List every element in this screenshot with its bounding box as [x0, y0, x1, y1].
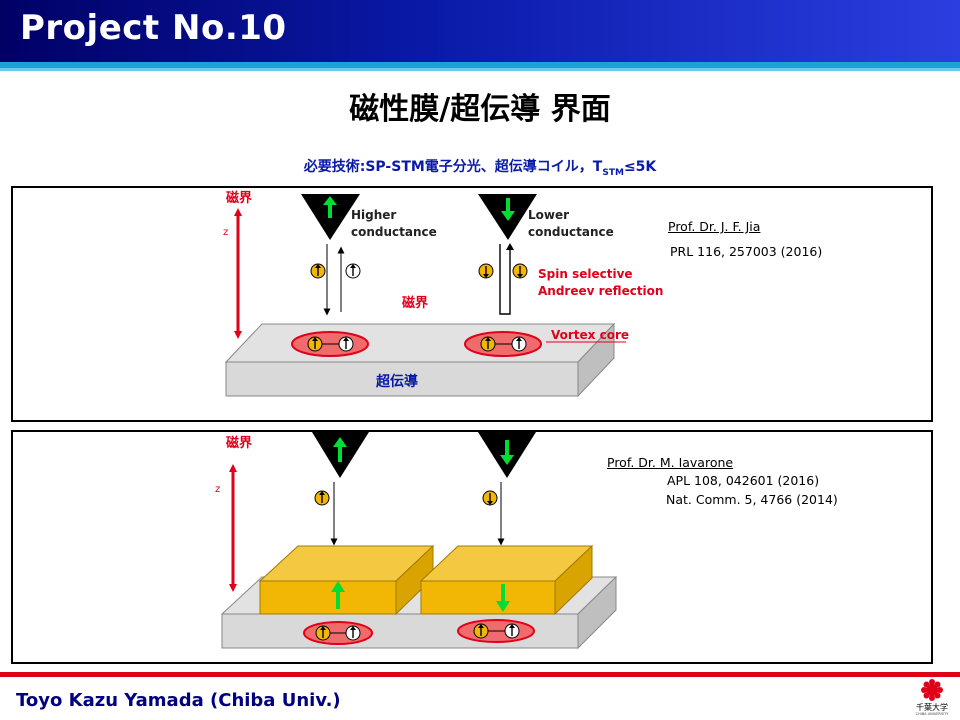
tech-suffix: ≤5K — [623, 159, 657, 175]
magnetic-island-right — [419, 544, 594, 616]
chiba-flower-icon — [921, 679, 943, 701]
ref-name-bottom: Prof. Dr. M. Iavarone — [607, 455, 734, 470]
header-divider — [0, 62, 960, 68]
electron-spin-up-bottom — [314, 490, 330, 506]
tip-right-bottom — [478, 432, 536, 478]
header-bar — [0, 0, 960, 62]
vortex-core-left-bottom — [303, 621, 373, 645]
tech-prefix: 必要技術:SP-STM電子分光、超伝導コイル，T — [303, 159, 603, 175]
tip-left-bottom — [312, 432, 369, 478]
ref-citation-bottom-1: APL 108, 042601 (2016) — [667, 473, 820, 488]
tip-left-top — [301, 194, 360, 240]
field-label-top: 磁界 — [226, 190, 252, 206]
substrate-label: 超伝導 — [375, 373, 418, 390]
tip-left-label-1: Higher — [351, 208, 396, 222]
slide-title: 磁性膜/超伝導 界面 — [349, 92, 611, 127]
vortex-core-right-top — [464, 331, 542, 357]
z-label-bottom: z — [215, 484, 220, 495]
header-divider-light — [0, 68, 960, 71]
tip-left-label-2: conductance — [351, 225, 437, 239]
tip-right-label-1: Lower — [528, 208, 569, 222]
tip-right-top — [478, 194, 537, 240]
electron-spin-up-white — [345, 263, 361, 279]
logo-subtext: CHIBA UNIVERSITY — [915, 712, 949, 716]
spin-label-1: Spin selective — [538, 267, 633, 281]
magnetic-island-left — [258, 544, 435, 616]
logo-text: 千葉大学 — [916, 703, 948, 712]
footer-divider — [0, 672, 960, 677]
vortex-label: Vortex core — [551, 328, 629, 342]
electron-spin-down-gold-2 — [512, 263, 528, 279]
spin-label-2: Andreev reflection — [538, 284, 663, 298]
header-title: Project No.10 — [20, 8, 287, 48]
field-label-bottom: 磁界 — [226, 435, 252, 451]
vortex-core-right-bottom — [457, 619, 535, 643]
electron-spin-up-gold — [310, 263, 326, 279]
z-label-top: z — [223, 227, 228, 238]
tip-right-label-2: conductance — [528, 225, 614, 239]
center-field-label: 磁界 — [402, 295, 428, 311]
andreev-reflection-arrow — [499, 243, 514, 315]
tech-subscript: STM — [602, 167, 624, 178]
footer-author: Toyo Kazu Yamada (Chiba Univ.) — [16, 690, 341, 711]
electron-spin-down-bottom — [482, 490, 498, 506]
required-techniques: 必要技術:SP-STM電子分光、超伝導コイル，TSTM≤5K — [0, 156, 960, 178]
ref-name-top: Prof. Dr. J. F. Jia — [668, 219, 761, 234]
vortex-core-left-top — [291, 331, 369, 357]
electron-spin-down-gold — [478, 263, 494, 279]
university-logo: 千葉大学 CHIBA UNIVERSITY — [910, 678, 954, 718]
ref-citation-top: PRL 116, 257003 (2016) — [670, 244, 823, 259]
ref-citation-bottom-2: Nat. Comm. 5, 4766 (2014) — [666, 492, 838, 507]
